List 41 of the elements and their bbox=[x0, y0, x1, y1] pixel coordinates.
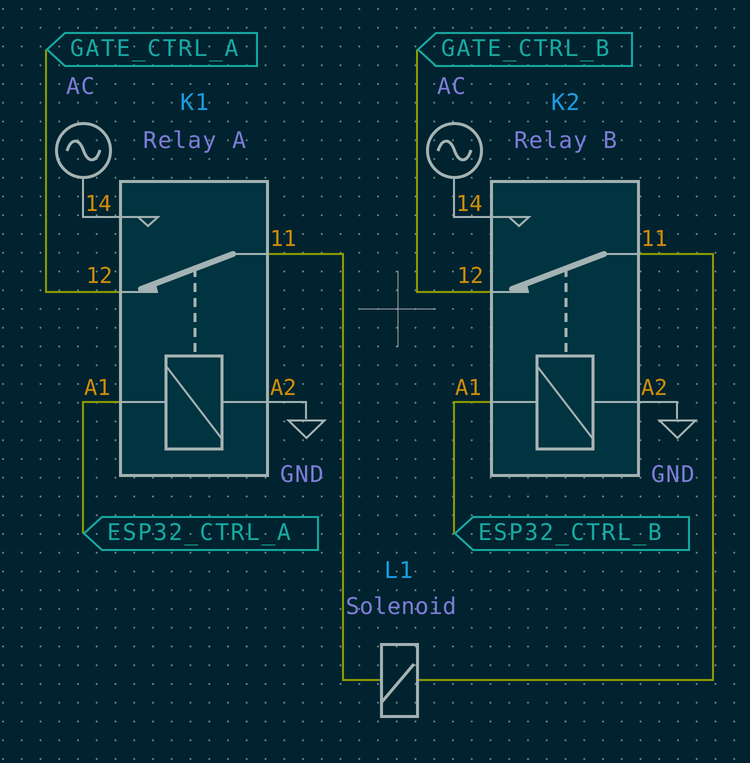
relay-symbol bbox=[119, 180, 269, 477]
pin-number: A2 bbox=[270, 378, 296, 400]
pin-number: 12 bbox=[457, 266, 484, 288]
wire bbox=[82, 179, 119, 218]
net-name: AC bbox=[437, 76, 467, 99]
wire bbox=[640, 401, 678, 419]
ac-source-symbol bbox=[55, 122, 112, 179]
wire bbox=[453, 179, 490, 218]
reference-designator: K2 bbox=[551, 92, 581, 115]
component-value: Relay B bbox=[514, 130, 618, 153]
wire bbox=[45, 50, 119, 293]
ground-symbol bbox=[658, 419, 697, 440]
net-name: GND bbox=[280, 464, 325, 487]
ac-source-symbol bbox=[426, 122, 483, 179]
pin-number: 14 bbox=[85, 194, 112, 216]
pin-number: 12 bbox=[86, 266, 112, 288]
component-value: Solenoid bbox=[346, 596, 456, 619]
net-name: GND bbox=[651, 464, 696, 487]
net-label: GATE_CTRL_B bbox=[417, 32, 633, 67]
component-value: Relay A bbox=[143, 130, 247, 153]
pin-number: A1 bbox=[84, 378, 110, 400]
pin-number: A1 bbox=[455, 378, 482, 400]
ground-symbol bbox=[287, 419, 326, 440]
wire bbox=[269, 253, 380, 681]
pin-number: 14 bbox=[456, 194, 482, 216]
relay-symbol bbox=[490, 180, 640, 477]
wire bbox=[416, 50, 490, 293]
net-label: ESP32_CTRL_B bbox=[454, 516, 690, 551]
reference-designator: L1 bbox=[384, 560, 414, 583]
wire bbox=[82, 401, 119, 534]
wire bbox=[453, 401, 490, 534]
wire bbox=[269, 401, 307, 419]
pin-number: 11 bbox=[270, 229, 296, 251]
net-name: AC bbox=[66, 76, 96, 99]
wire bbox=[419, 253, 714, 681]
pin-number: A2 bbox=[641, 378, 668, 400]
net-label: GATE_CTRL_A bbox=[46, 32, 258, 67]
reference-designator: K1 bbox=[180, 92, 210, 115]
pin-number: 11 bbox=[641, 229, 668, 251]
net-label: ESP32_CTRL_A bbox=[83, 516, 319, 551]
solenoid-symbol bbox=[380, 643, 419, 718]
